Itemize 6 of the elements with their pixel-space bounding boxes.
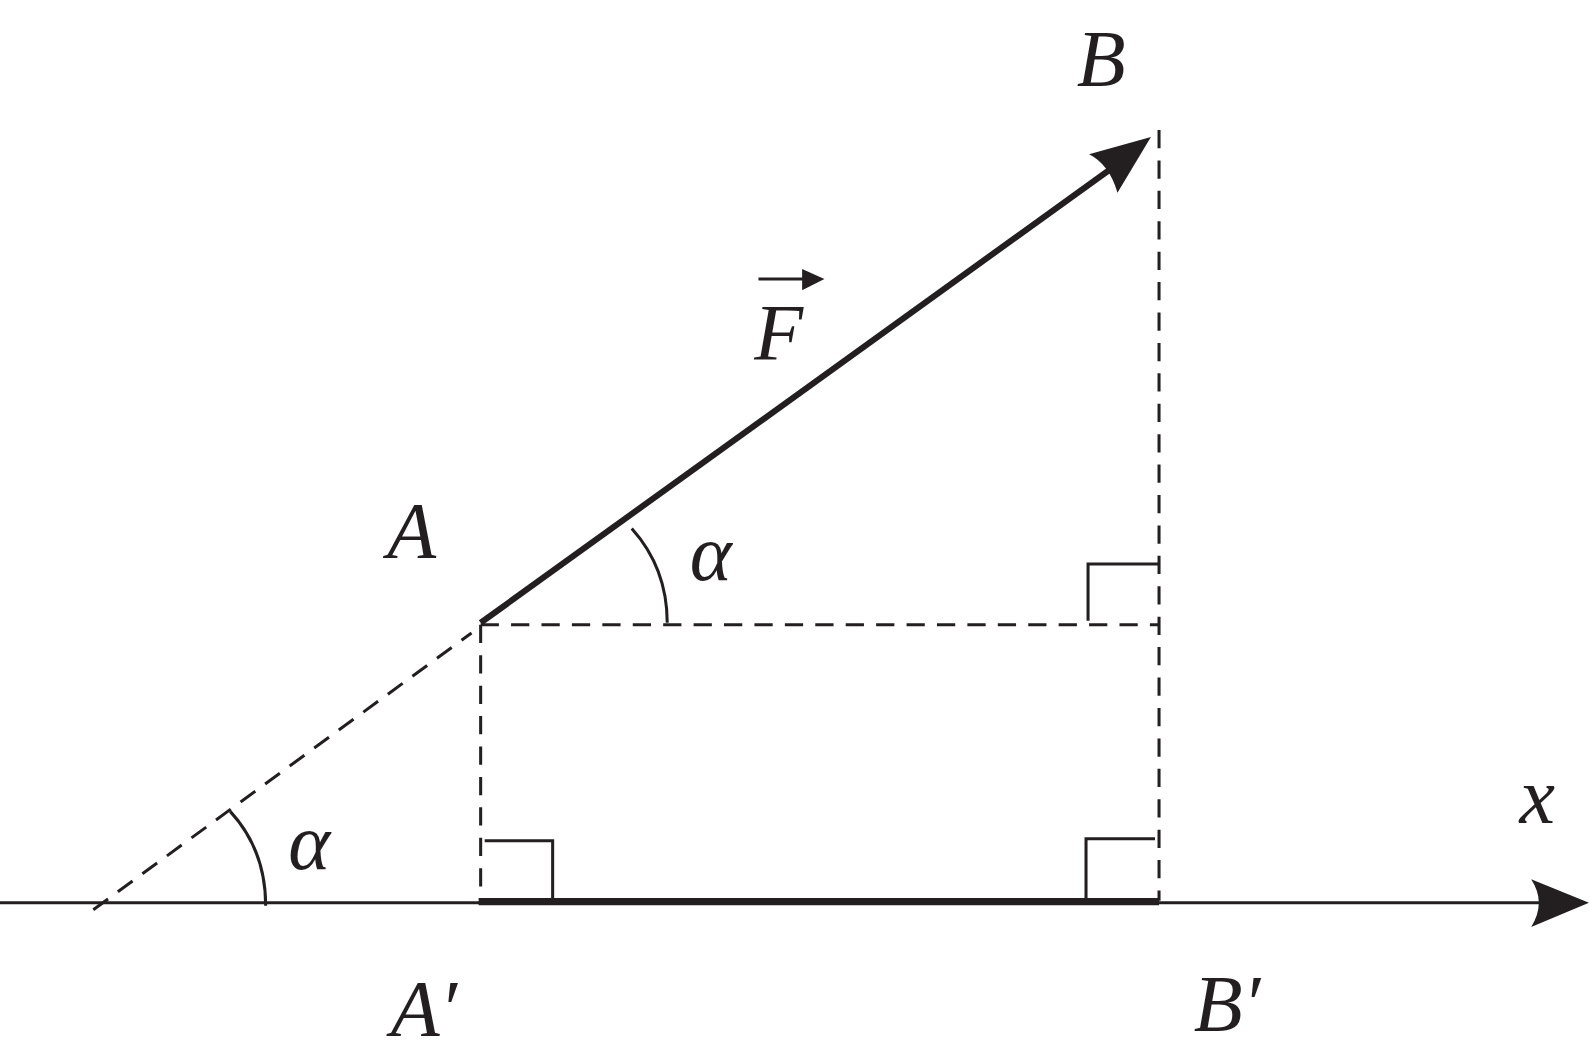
vector-label: F	[754, 292, 804, 373]
angle-label: α	[288, 801, 331, 882]
point-label: B	[1076, 18, 1126, 99]
axis-label: x	[1519, 756, 1555, 836]
point-label: B′	[1193, 963, 1261, 1044]
angle-label: α	[689, 512, 732, 593]
